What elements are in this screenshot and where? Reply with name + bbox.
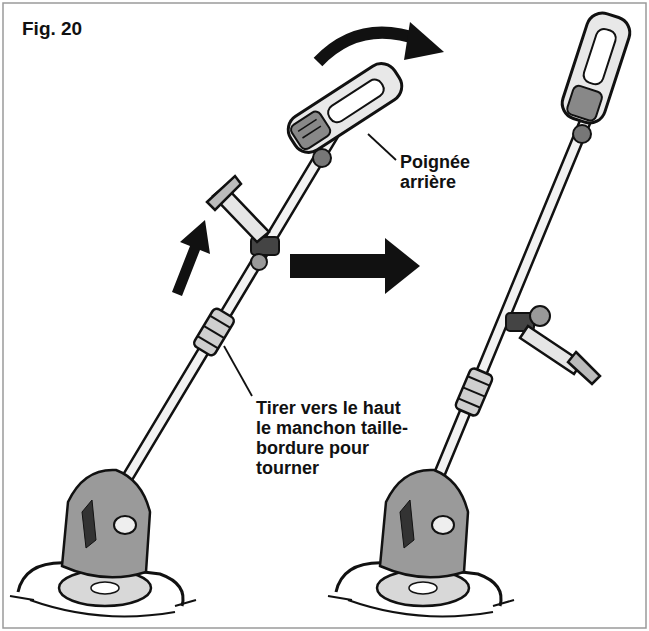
figure-frame xyxy=(3,3,646,628)
figure-title: Fig. 20 xyxy=(22,18,82,39)
trimmer-after xyxy=(328,9,634,617)
transition-arrow xyxy=(290,238,420,294)
pull-up-arrow xyxy=(172,220,210,296)
part-label: Poignée arrière xyxy=(400,152,510,192)
trimmer-before xyxy=(10,57,408,616)
leader-line xyxy=(368,134,396,160)
instruction-label: Tirer vers le haut le manchon taille-bor… xyxy=(256,398,414,479)
rotate-arrow-head xyxy=(404,22,444,60)
leader-line xyxy=(224,346,252,396)
